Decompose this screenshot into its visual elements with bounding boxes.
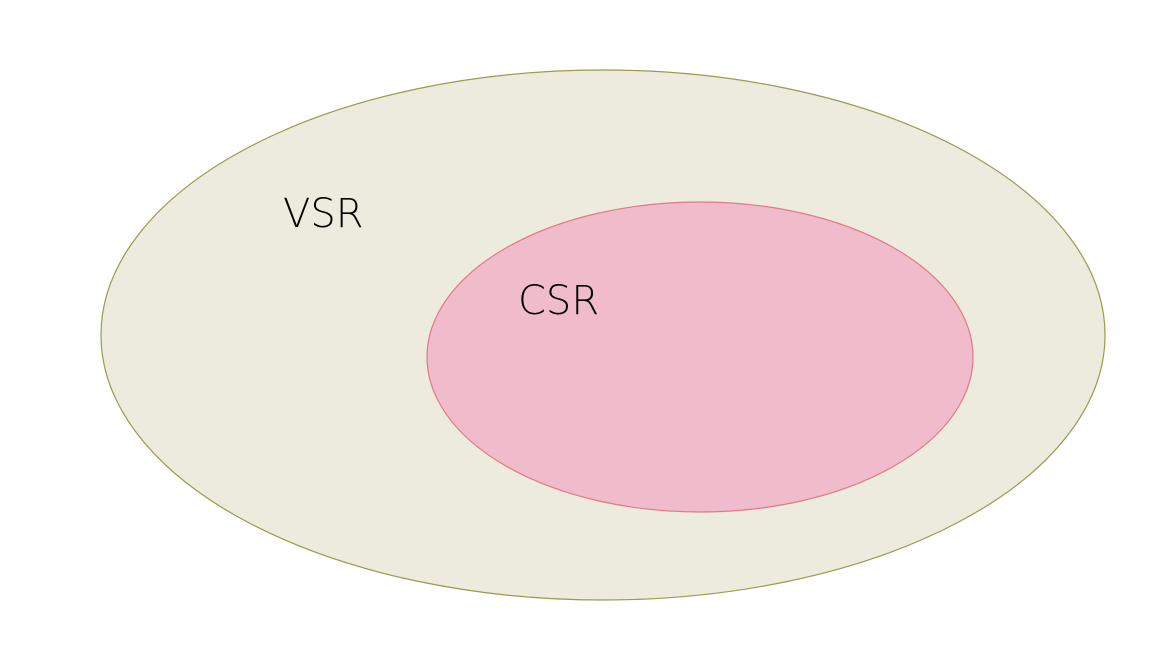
csr-set-label: CSR: [518, 278, 599, 324]
vsr-set-label: VSR: [283, 191, 364, 237]
csr-set-ellipse: [426, 201, 974, 513]
